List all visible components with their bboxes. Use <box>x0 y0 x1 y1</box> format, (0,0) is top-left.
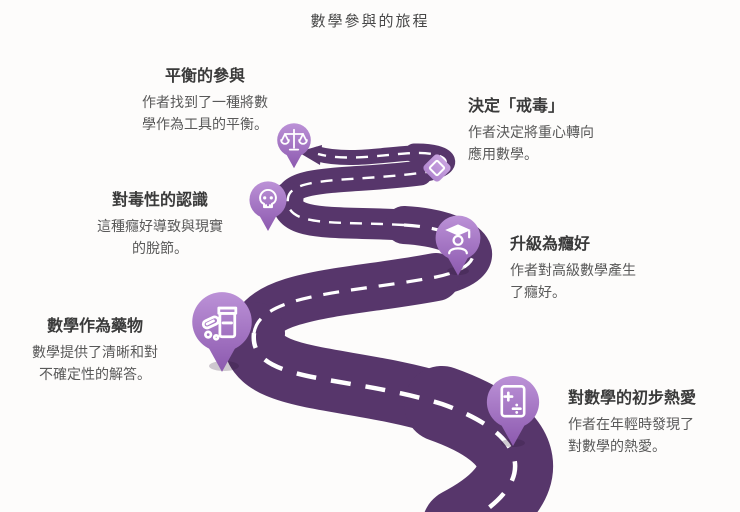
milestone-desc: 作者在年輕時發現了對數學的熱愛。 <box>568 416 694 454</box>
milestone-desc: 作者找到了一種將數學作為工具的平衡。 <box>142 94 268 132</box>
milestone-desc: 數學提供了清晰和對不確定性的解答。 <box>32 344 158 382</box>
milestone-title: 決定「戒毒」 <box>468 98 565 115</box>
math-document-icon <box>500 384 526 418</box>
milestone-detox: 決定「戒毒」 作者決定將重心轉向應用數學。 <box>468 92 618 165</box>
milestone-title: 數學作為藥物 <box>46 318 143 335</box>
milestone-toxicity: 對毒性的認識 這種癮好導致與現實的脫節。 <box>72 186 248 259</box>
milestone-balance: 平衡的參與 作者找到了一種將數學作為工具的平衡。 <box>120 62 290 135</box>
milestone-addiction: 升級為癮好 作者對高級數學產生了癮好。 <box>510 230 660 303</box>
skull-pin <box>249 181 287 232</box>
milestone-title: 對數學的初步熱愛 <box>568 390 697 407</box>
graduate-icon <box>445 224 471 255</box>
milestone-desc: 作者對高級數學產生了癮好。 <box>510 262 636 300</box>
page-title: 數學參與的旅程 <box>310 13 430 30</box>
road-segment <box>275 160 433 211</box>
road-centerline <box>251 151 518 512</box>
road-end-arrow <box>298 145 322 165</box>
road-body <box>222 143 553 512</box>
gem-icon <box>428 159 446 177</box>
pills-bottle-icon <box>201 306 238 341</box>
pills-bottle-pin <box>192 292 252 372</box>
gem-pin <box>423 154 451 182</box>
milestone-title: 對毒性的認識 <box>111 192 208 209</box>
milestone-title: 升級為癮好 <box>510 236 591 253</box>
milestone-desc: 作者決定將重心轉向應用數學。 <box>468 124 594 162</box>
scales-pin <box>277 123 311 169</box>
milestone-desc: 這種癮好導致與現實的脫節。 <box>97 218 223 256</box>
graduate-pin <box>435 215 481 276</box>
milestone-medicine: 數學作為藥物 數學提供了清晰和對不確定性的解答。 <box>10 312 180 385</box>
milestone-title: 平衡的參與 <box>164 68 245 85</box>
skull-icon <box>259 189 277 209</box>
milestone-initial-love: 對數學的初步熱愛 作者在年輕時發現了對數學的熱愛。 <box>568 384 728 457</box>
math-document-pin <box>486 376 540 447</box>
scales-icon <box>280 128 308 151</box>
